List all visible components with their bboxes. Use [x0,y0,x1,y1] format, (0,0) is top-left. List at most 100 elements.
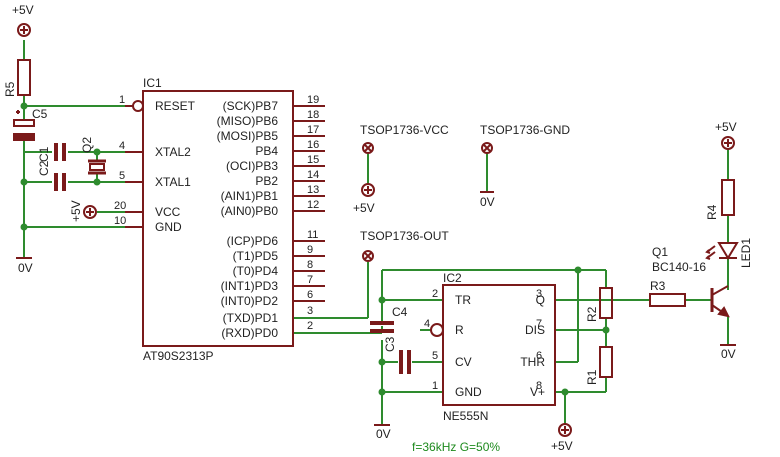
ic2-pin-name: TR [455,293,471,307]
r5-resistor [17,59,31,96]
ic2-pin-name: CV [455,355,472,369]
ic2-pin-name: Q [536,293,545,307]
ic1-pin-name: XTAL2 [155,145,191,159]
c5-label: C5 [32,107,48,121]
led1-label: LED1 [739,238,753,268]
ic2-pin-name: V+ [530,385,545,399]
ic2-pin-name: THR [520,355,545,369]
ic2-pin-number: 2 [432,288,438,300]
c1-label: C1 [37,146,51,162]
ic1-pin-number: 10 [114,215,126,227]
c4-label: C4 [392,305,408,319]
q1-label: Q1 [652,245,668,259]
tsop-out-connector [362,250,374,262]
ic1-body [142,90,294,347]
q1-transistor [710,285,730,318]
ic2-body [442,284,556,406]
vcc-symbol-ic2 [558,423,572,437]
wires [23,40,729,425]
r1-label: R1 [585,369,599,385]
gnd-label-right: 0V [721,347,736,361]
ic1-pin-name: (TXD)PD1 [223,311,279,325]
frequency-note: f=36kHz G=50% [412,440,500,454]
ic1-pin-number: 16 [307,139,319,151]
r5-label: R5 [3,81,17,97]
tsop-vcc-label: TSOP1736-VCC [360,123,449,137]
ic1-pin-name: XTAL1 [155,175,191,189]
ic1-pin-number: 18 [307,109,319,121]
vcc-label-ic2: +5V [551,439,573,453]
ic2-pin-number: 5 [432,350,438,362]
q2-crystal [88,159,106,175]
vcc-label-top-left: +5V [12,3,34,17]
ic1-part-label: AT90S2313P [143,349,214,363]
gnd-label-ic2: 0V [376,427,391,441]
ic2-pin-name: R [455,323,464,337]
c4-capacitor [370,321,394,333]
ic1-pin-number: 6 [307,289,313,301]
vcc-symbol-tsop [361,183,375,197]
ic1-label: IC1 [143,76,162,90]
r2-label: R2 [585,306,599,322]
tsop-vcc-supply-label: +5V [353,201,375,215]
c5-capacitor [13,110,35,141]
r1-resistor [599,346,613,378]
ic1-pin-name: (MISO)PB6 [217,114,279,128]
ic1-pin-name: (INT1)PD3 [221,279,279,293]
led1-diode [705,242,739,260]
ic1-pin-name: (RXD)PD0 [221,326,278,340]
ic1-pin-number: 19 [307,94,319,106]
ic2-pin-number: 6 [536,350,542,362]
ic1-pin-number: 13 [307,184,319,196]
ic2-reset-bubble [430,323,444,337]
tsop-vcc-connector [362,142,374,154]
ic1-pin-name: GND [155,220,182,234]
ic1-pin-number: 12 [307,199,319,211]
ic1-pins [125,100,325,302]
ic1-pin-name: (MOSI)PB5 [217,129,279,143]
r4-resistor [721,179,735,216]
ic1-pin-name: (T1)PD5 [233,249,279,263]
r3-resistor [649,293,686,307]
junctions [20,102,610,396]
ic2-part-label: NE555N [443,409,488,423]
ic1-pin-number: 7 [307,274,313,286]
ic2-pin-name: GND [455,385,482,399]
ic1-pin-name: PB4 [255,144,278,158]
gnd-label-left: 0V [18,261,33,275]
r4-label: R4 [705,204,719,220]
tsop-gnd-supply-label: 0V [480,195,495,209]
ic1-pin-name: RESET [155,99,196,113]
ic2-pin-number: 1 [432,380,438,392]
vcc-symbol-left-mid [83,205,97,219]
ic1-pin-number: 8 [307,259,313,271]
c2-capacitor [54,173,66,191]
ic1-pin-number: 1 [119,94,125,106]
ic1-pin-number: 5 [119,170,125,182]
vcc-label-left-mid: +5V [69,200,83,222]
ic2-pin-number: 7 [536,318,542,330]
ic1-pin-number: 15 [307,154,319,166]
ic2-pin-name: DIS [525,323,545,337]
ic2-pin-number: 8 [536,380,542,392]
ic1-pin-number: 9 [307,244,313,256]
c3-capacitor [399,350,411,374]
ic1-pin-name: (ICP)PD6 [227,234,279,248]
ic1-pin-number: 4 [119,140,125,152]
ic1-pin-name: PB2 [255,174,278,188]
ic1-pin-name: (OCI)PB3 [226,159,278,173]
ic2-label: IC2 [443,271,462,285]
tsop-gnd-connector [481,142,493,154]
ic2-pin-number: 4 [424,318,430,330]
ic1-pin-number: 2 [307,320,313,332]
tsop-gnd-label: TSOP1736-GND [480,123,570,137]
q1-part-label: BC140-16 [652,260,706,274]
ic1-pin-name: (AIN1)PB1 [221,189,279,203]
ic1-pin-number: 17 [307,124,319,136]
ic1-pin-number: 20 [114,200,126,212]
ic1-pin-name: (INT0)PD2 [221,294,279,308]
c1-capacitor [54,143,66,161]
q2-label: Q2 [80,137,94,153]
vcc-symbol-right [721,136,735,150]
vcc-label-right: +5V [715,120,737,134]
